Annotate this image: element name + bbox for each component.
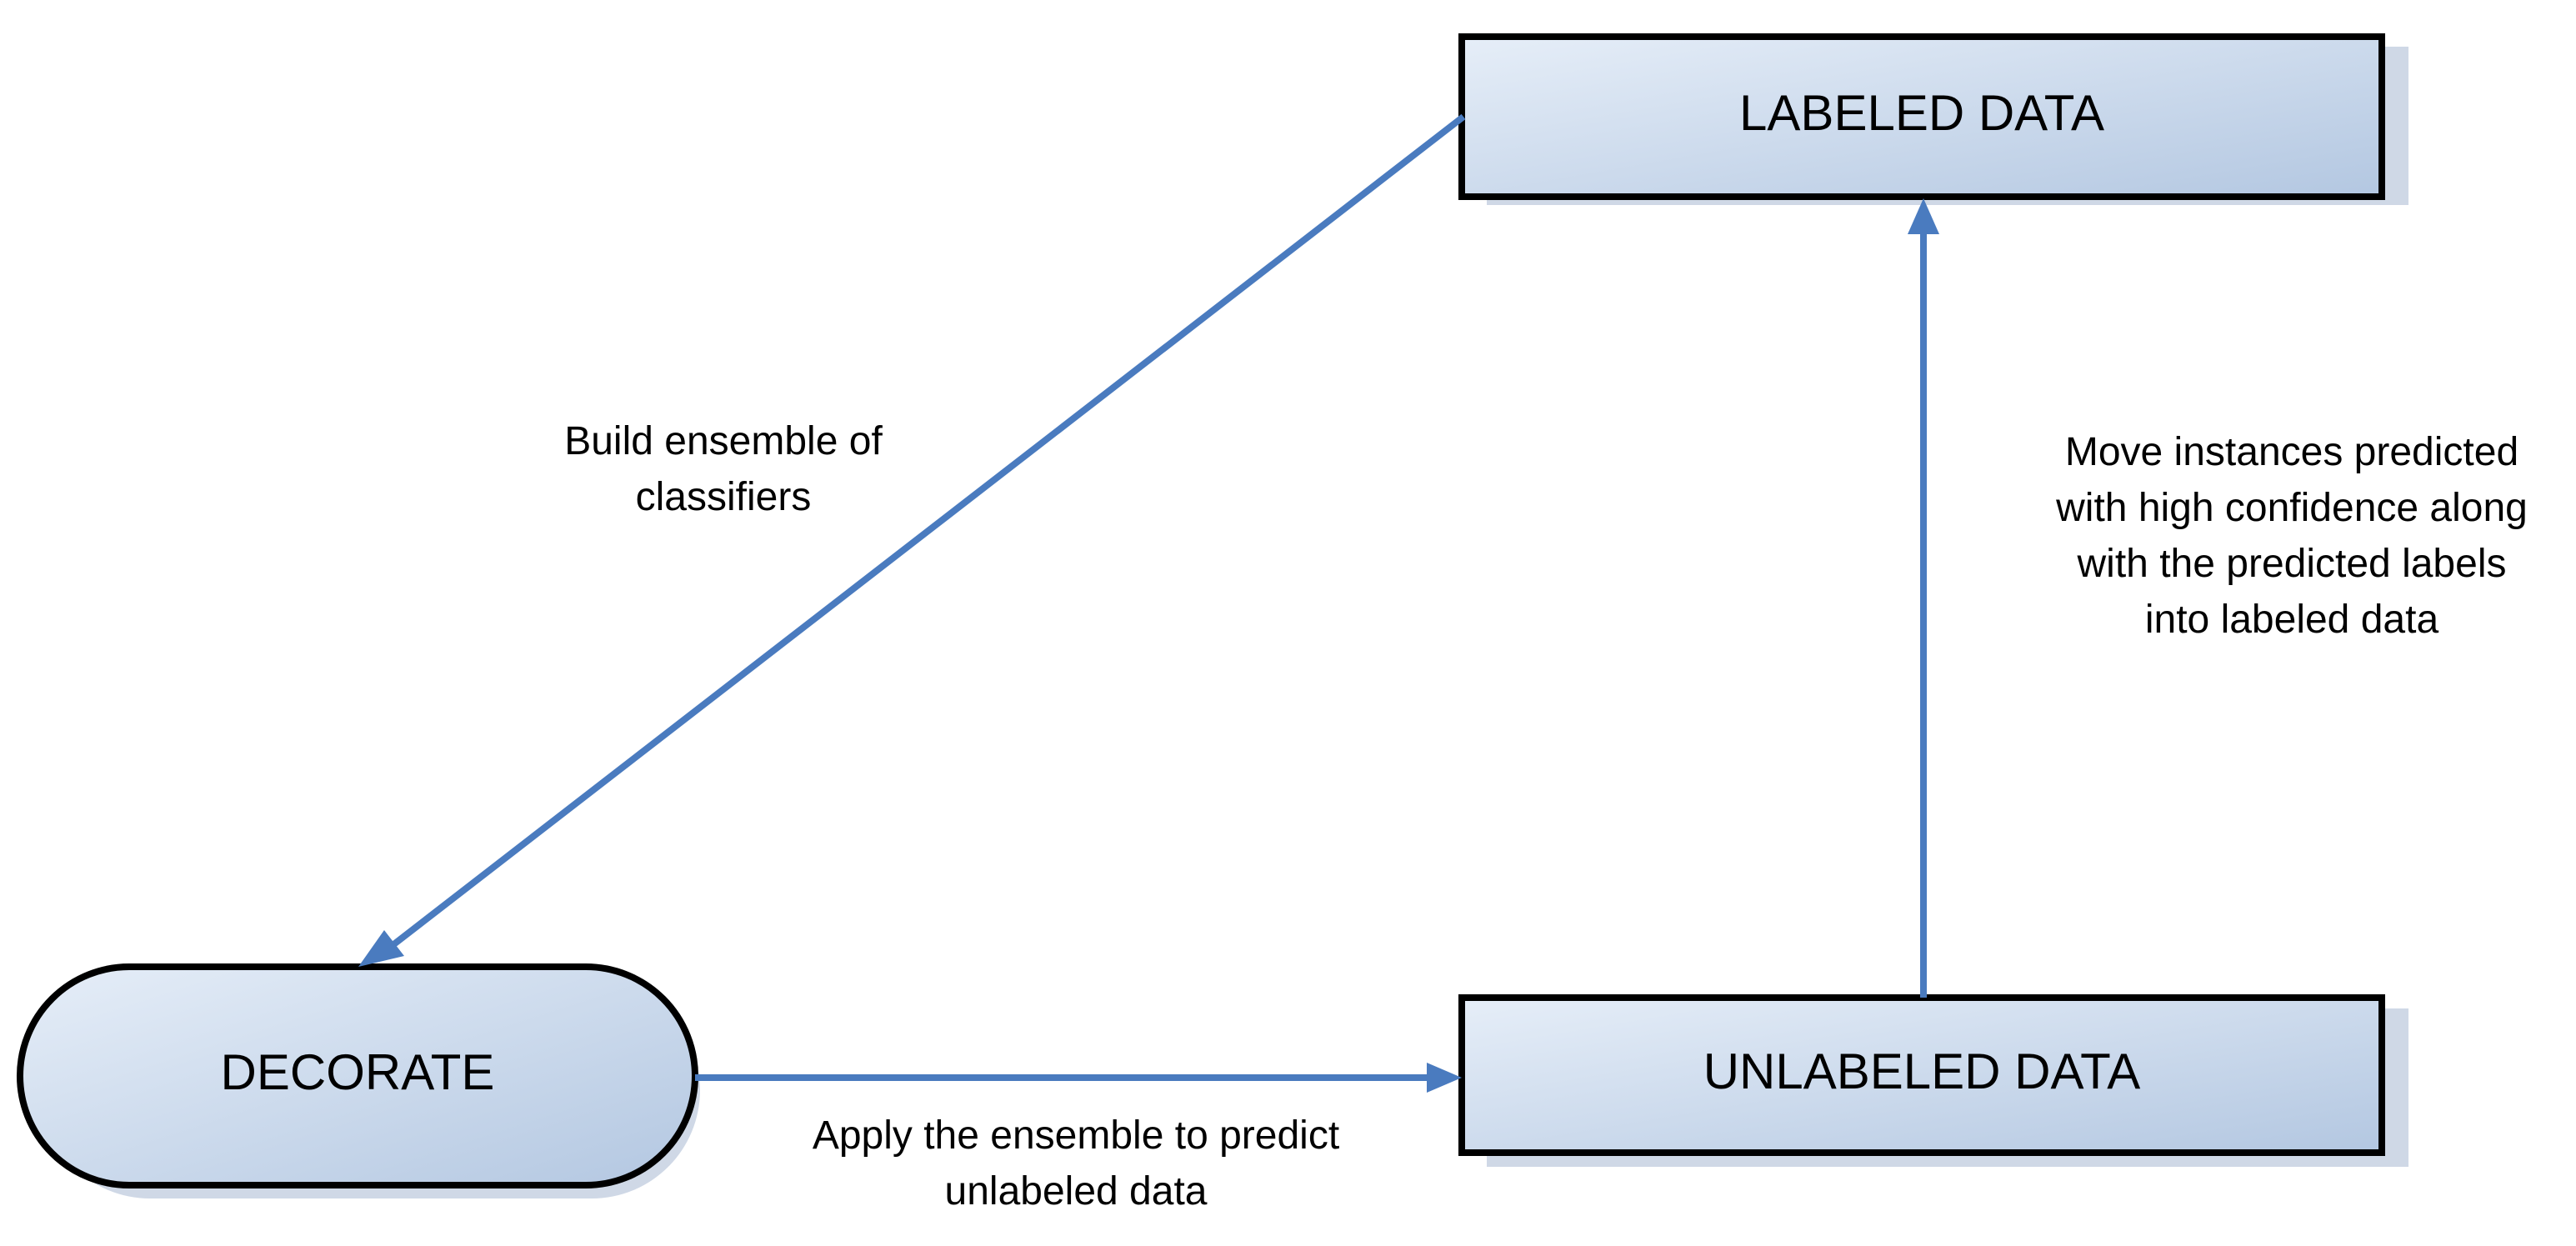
edge-move-instances-arrowhead (1908, 198, 1939, 234)
edge-move-instances-label-line1: Move instances predicted (2065, 430, 2518, 474)
edge-build-ensemble-line (389, 113, 1466, 949)
node-decorate-label: DECORATE (221, 1044, 495, 1100)
node-unlabeled-data: UNLABELED DATA (1458, 994, 2408, 1167)
edge-move-instances-label-line2: with high confidence along (2055, 486, 2528, 530)
node-unlabeled-data-label: UNLABELED DATA (1703, 1043, 2141, 1099)
edge-apply-ensemble: Apply the ensemble to predict unlabeled … (695, 1063, 1462, 1213)
node-labeled-data-label: LABELED DATA (1739, 85, 2104, 141)
node-labeled-data: LABELED DATA (1458, 33, 2408, 205)
edge-move-instances-label-line3: with the predicted labels (2077, 542, 2507, 586)
edge-move-instances-label-line4: into labeled data (2145, 598, 2439, 642)
edge-build-ensemble: Build ensemble of classifiers (358, 113, 1466, 967)
edge-move-instances: Move instances predicted with high confi… (1908, 198, 2528, 998)
node-decorate: DECORATE (17, 963, 700, 1198)
edge-apply-ensemble-label-line1: Apply the ensemble to predict (813, 1113, 1339, 1158)
node-labeled-data-box (1458, 33, 2385, 200)
edge-build-ensemble-label-line1: Build ensemble of (564, 419, 883, 463)
edge-apply-ensemble-arrowhead (1427, 1063, 1462, 1093)
edge-build-ensemble-arrowhead (358, 930, 404, 967)
node-unlabeled-data-box (1458, 994, 2385, 1156)
edge-build-ensemble-label-line2: classifiers (636, 475, 812, 519)
edge-apply-ensemble-label-line2: unlabeled data (945, 1169, 1208, 1213)
